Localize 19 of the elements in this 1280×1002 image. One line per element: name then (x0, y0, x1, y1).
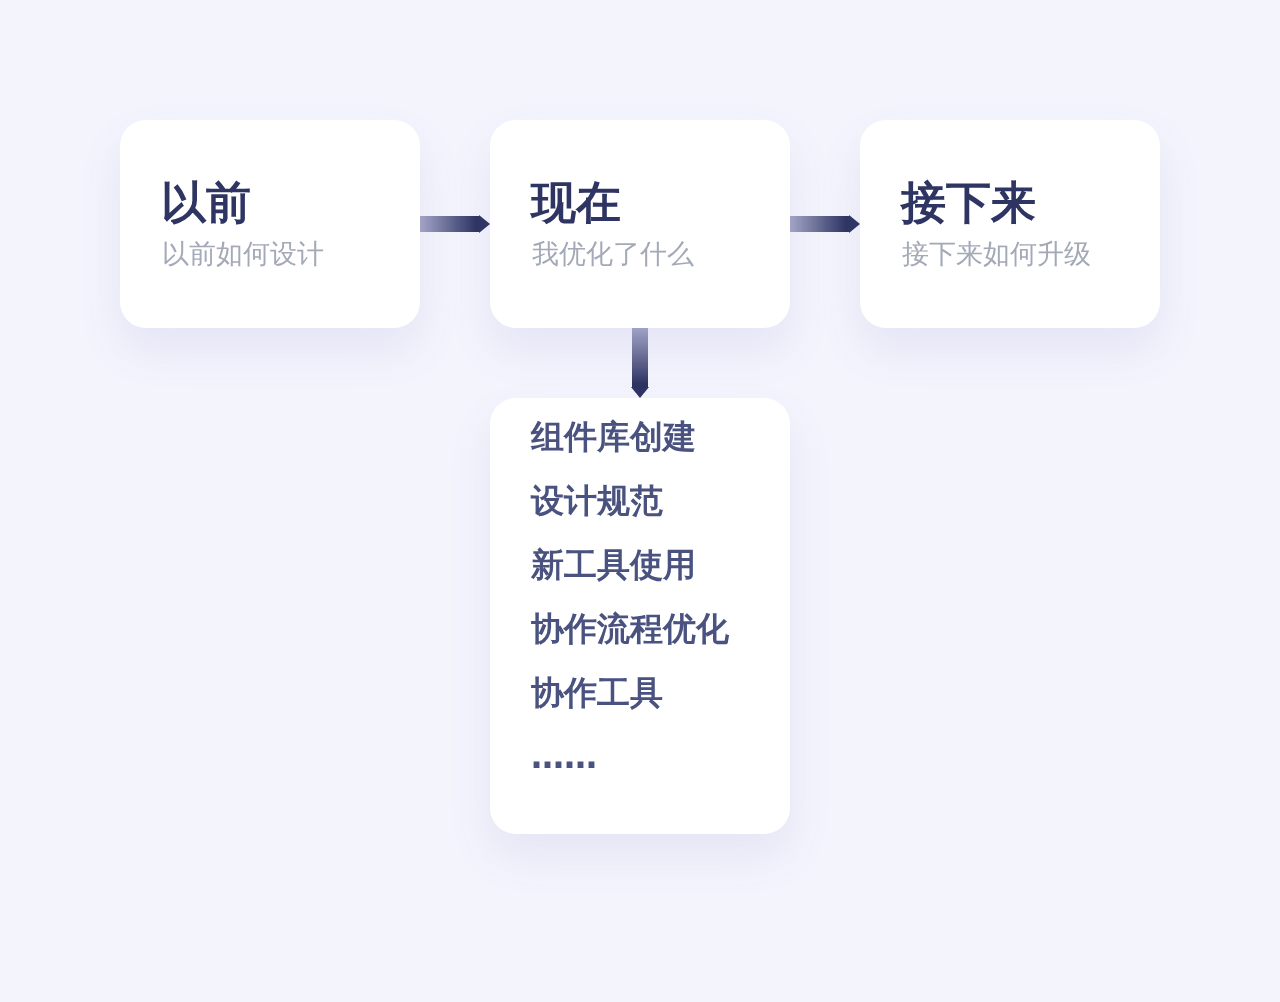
arrow (420, 215, 490, 233)
card-subtitle: 接下来如何升级 (902, 238, 1091, 271)
list-item: 协作工具 (531, 673, 663, 713)
card-subtitle: 以前如何设计 (162, 238, 324, 271)
list-item: 设计规范 (531, 481, 663, 521)
arrow (790, 215, 860, 233)
list-item: …… (531, 737, 597, 777)
card-title: 以前 (161, 176, 251, 230)
card-subtitle: 我优化了什么 (532, 238, 694, 271)
card (860, 120, 1160, 328)
card-title: 现在 (531, 176, 621, 230)
list-item: 组件库创建 (531, 417, 696, 457)
card-title: 接下来 (901, 176, 1036, 230)
card (490, 398, 790, 834)
card (490, 120, 790, 328)
arrow (631, 328, 649, 398)
list-item: 新工具使用 (531, 545, 696, 585)
card (120, 120, 420, 328)
list-item: 协作流程优化 (531, 609, 729, 649)
